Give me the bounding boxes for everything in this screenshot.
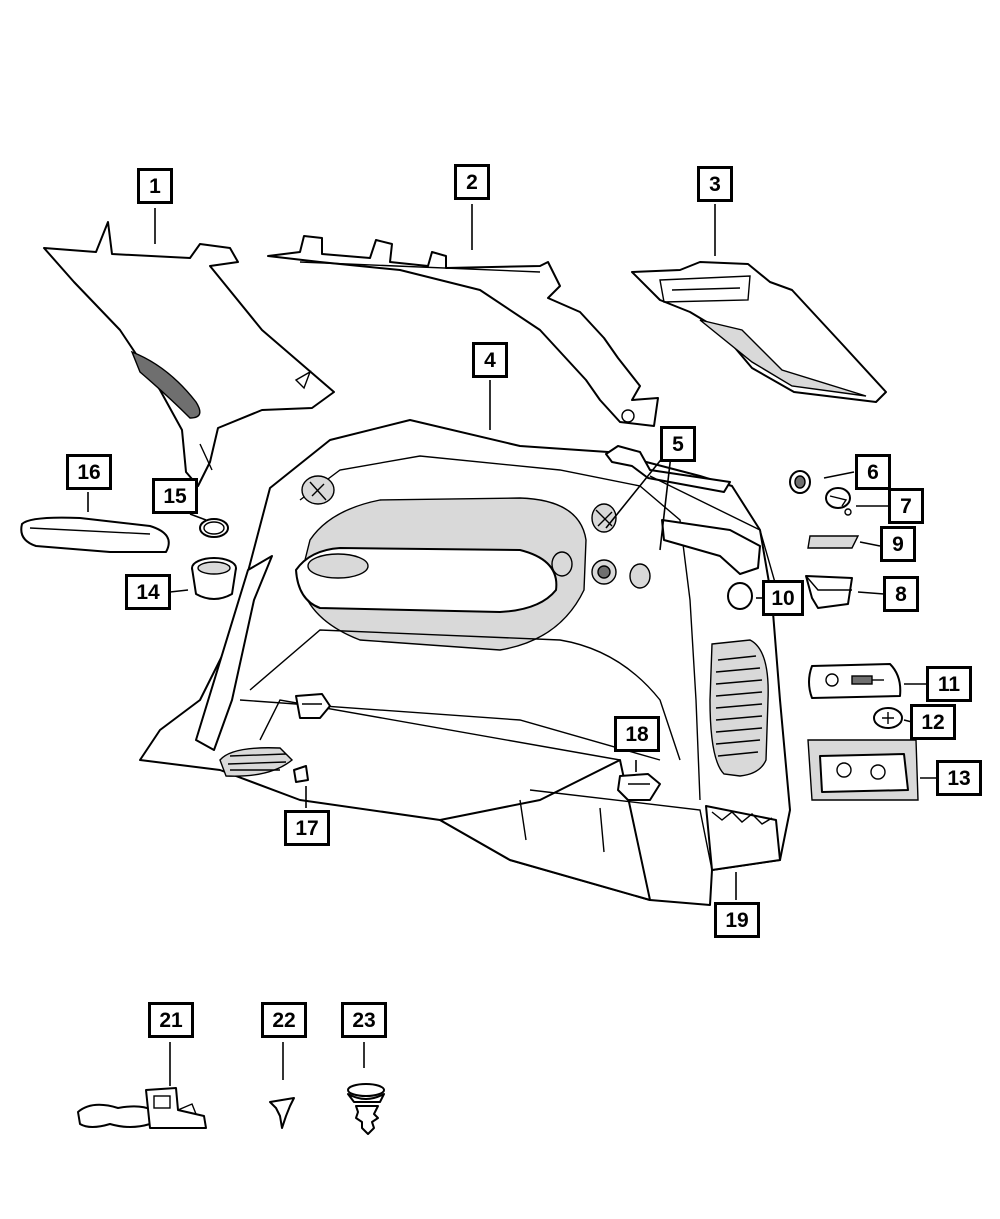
callout-18: 18 xyxy=(614,716,660,752)
callout-4: 4 xyxy=(472,342,508,378)
callout-6: 6 xyxy=(855,454,891,490)
callout-21: 21 xyxy=(148,1002,194,1038)
part-16-trim-strip xyxy=(20,516,170,553)
part-14-cup-holder xyxy=(191,557,237,600)
part-3-upper-pillar-bracket xyxy=(631,261,887,403)
callout-11: 11 xyxy=(926,666,972,702)
callout-3: 3 xyxy=(697,166,733,202)
callout-12: 12 xyxy=(910,704,956,740)
part-23-fir-tree-fastener xyxy=(347,1083,385,1135)
callout-14: 14 xyxy=(125,574,171,610)
part-9-plate xyxy=(807,535,860,549)
leader-lines xyxy=(87,204,938,1086)
vent-grille-right xyxy=(709,639,769,777)
callout-22: 22 xyxy=(261,1002,307,1038)
part-17-lower-vent xyxy=(219,747,309,783)
part-6-push-nut xyxy=(789,470,811,494)
callout-8: 8 xyxy=(883,576,919,612)
part-18-retaining-clip xyxy=(295,693,661,801)
part-1-d-pillar-trim xyxy=(43,221,335,487)
callout-10: 10 xyxy=(762,580,804,616)
callout-1: 1 xyxy=(137,168,173,204)
callout-23: 23 xyxy=(341,1002,387,1038)
part-10-plug xyxy=(727,582,753,610)
callout-13: 13 xyxy=(936,760,982,796)
part-5-seal-strip xyxy=(605,445,781,601)
part-13-outlet-bezel xyxy=(807,739,919,801)
callout-7: 7 xyxy=(888,488,924,524)
callout-5: 5 xyxy=(660,426,696,462)
callout-19: 19 xyxy=(714,902,760,938)
part-7-clip xyxy=(825,487,852,516)
callout-9: 9 xyxy=(880,526,916,562)
part-4-quarter-trim-panel xyxy=(139,419,791,906)
part-8-storage-bin xyxy=(805,575,853,609)
callout-2: 2 xyxy=(454,164,490,200)
callout-17: 17 xyxy=(284,810,330,846)
part-19-sill-plate xyxy=(705,805,781,871)
part-12-button-cap xyxy=(873,707,903,729)
part-21-harness-retainer xyxy=(77,1087,207,1129)
part-22-push-pin xyxy=(269,1097,295,1129)
part-2-quarter-upper-trim xyxy=(267,235,659,427)
callout-16: 16 xyxy=(66,454,112,490)
callout-15: 15 xyxy=(152,478,198,514)
part-15-ring xyxy=(199,518,229,538)
part-11-switch-bezel xyxy=(808,663,902,699)
